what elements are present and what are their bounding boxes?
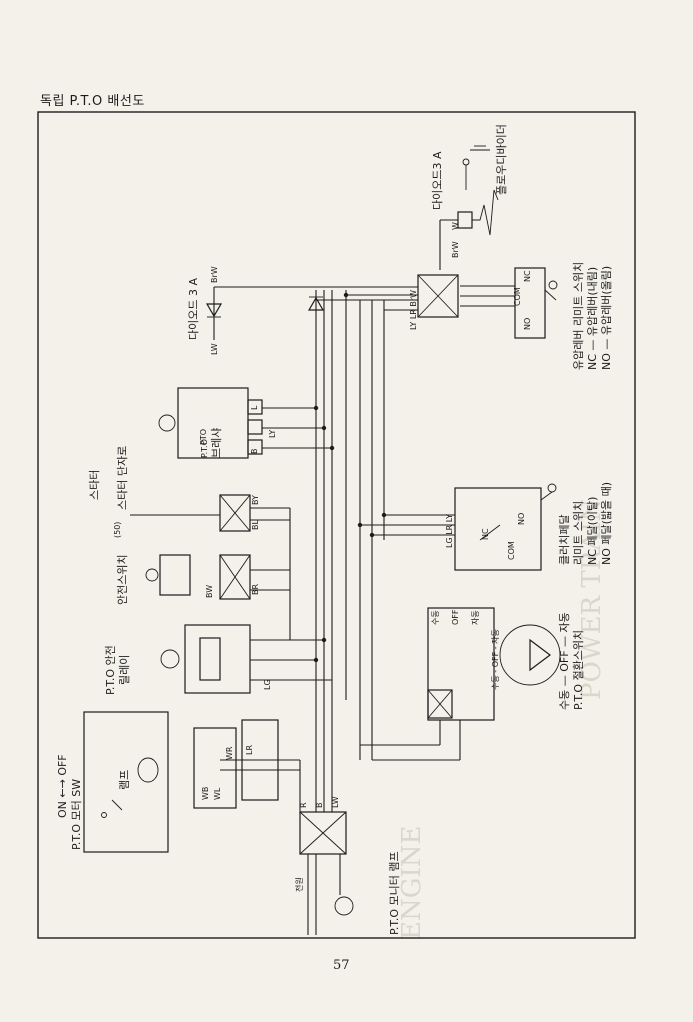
bleed-through: ENGINE POWER TRAIN [397,499,607,940]
code-power: 전원 [294,877,304,892]
code-bl: BL [251,520,260,530]
label-starter-terminal: 스타터 단자로 [116,446,129,510]
label-clutch-switch-1: 클러치페달 [558,514,571,565]
code-off: OFF [451,609,460,625]
label-hyd-switch-2: NC — 유압레버(내림) [586,267,599,370]
lower-connector [299,811,354,935]
label-pto-relay-1: P.T.O 안전 [104,645,117,695]
pto-main-switch [83,711,279,853]
label-hyd-switch-1: 유압레버 리미트 스위치 [572,262,585,370]
flow-divider [457,145,499,236]
code-pto: PTO [199,429,208,445]
code-by: BY [251,495,260,505]
code-com-clutch: COM [507,541,516,560]
code-b-brake: B [250,449,259,455]
code-ly-brake: LY [268,430,277,438]
starter-relay [219,494,251,532]
pto-safety-relay [160,624,251,694]
svg-text:POWER TRAIN: POWER TRAIN [577,499,607,700]
page-number: 57 [333,958,350,973]
code-lr: LR [245,745,254,755]
code-brw-left: BrW [210,266,219,283]
main-harness [130,219,515,812]
label-lamp: 램프 [118,770,131,790]
label-starter: 스타터 [88,470,101,500]
label-pto-brake-2: 브레샤 [210,428,223,458]
label-flow-divider: 플로우디바이더 [495,124,508,195]
code-b-lower: B [315,803,324,809]
code-w-flow: W [451,222,460,230]
label-clutch-switch-2: 리미트 스위치 [572,501,585,565]
code-wr: WR [225,746,234,760]
label-pto-switch-1: ON ←→ OFF [56,754,69,818]
label-pto-brake-1: P.T.O [200,439,209,458]
code-bw: BW [205,585,214,598]
code-no-clutch: NO [517,513,526,525]
diode-left [205,287,325,340]
hydraulic-limit-switch [514,267,558,339]
code-manual: 수동 [431,610,440,625]
svg-text:ENGINE: ENGINE [397,826,427,941]
code-l-brake: L [250,405,259,410]
code-wb: WB [201,787,210,800]
label-mode-switch-2: P.T.O 절환스위치 [572,630,585,710]
code-brw-top: BrW [451,241,460,258]
label-mode-switch-1: 수동 — OFF — 자동 [558,612,571,710]
clutch-limit-switch [454,483,557,571]
code-lg: LG [263,679,272,690]
page-title: 독립 P.T.O 배선도 [40,94,145,109]
label-pto-switch-2: P.T.O 모터 SW [70,779,83,850]
label-clutch-switch-3: NC 페달(이탈) [586,497,599,565]
label-starter-50: (50) [113,522,122,538]
code-br: BR [251,584,260,595]
label-hyd-switch-3: NO — 유압레버(올림) [600,266,613,370]
label-diode-3a-left: 다이오드 3 A [187,278,200,340]
label-pto-relay-2: 릴레이 [118,655,131,685]
code-ly-lr-brw: LY LR BrW [409,290,418,330]
pto-brake [158,387,263,459]
code-auto: 자동 [471,610,480,625]
label-safety-switch: 안전스위치 [116,554,129,605]
code-lw-left: LW [210,343,219,355]
label-clutch-switch-4: NO 페달(밟을 때) [600,482,613,565]
label-diode-3a-top: 다이오드3 A [431,151,444,210]
code-no-hyd: NO [523,318,532,330]
code-mode-range: 수동 - OFF - 자동 [491,629,500,690]
code-wl: WL [213,787,222,800]
code-com-hyd: COM [513,287,522,306]
code-lg-lr-ly: LG LR LY [445,514,454,548]
diagram-frame [37,111,636,939]
code-r-lower: R [299,802,308,808]
labels: 다이오드3 A 플로우디바이더 다이오드 3 A 스타터 스타터 단자로 (50… [56,124,613,935]
code-lw-lower: LW [331,796,340,808]
code-nc-clutch: NC [481,528,490,540]
connector-top [417,274,459,318]
safety-relay [145,554,251,600]
pto-mode-switch [427,607,561,721]
junction-dots [313,292,387,663]
label-monitor-lamp: P.T.O 모니터 램프 [388,851,401,935]
code-nc-hyd: NC [523,270,532,282]
